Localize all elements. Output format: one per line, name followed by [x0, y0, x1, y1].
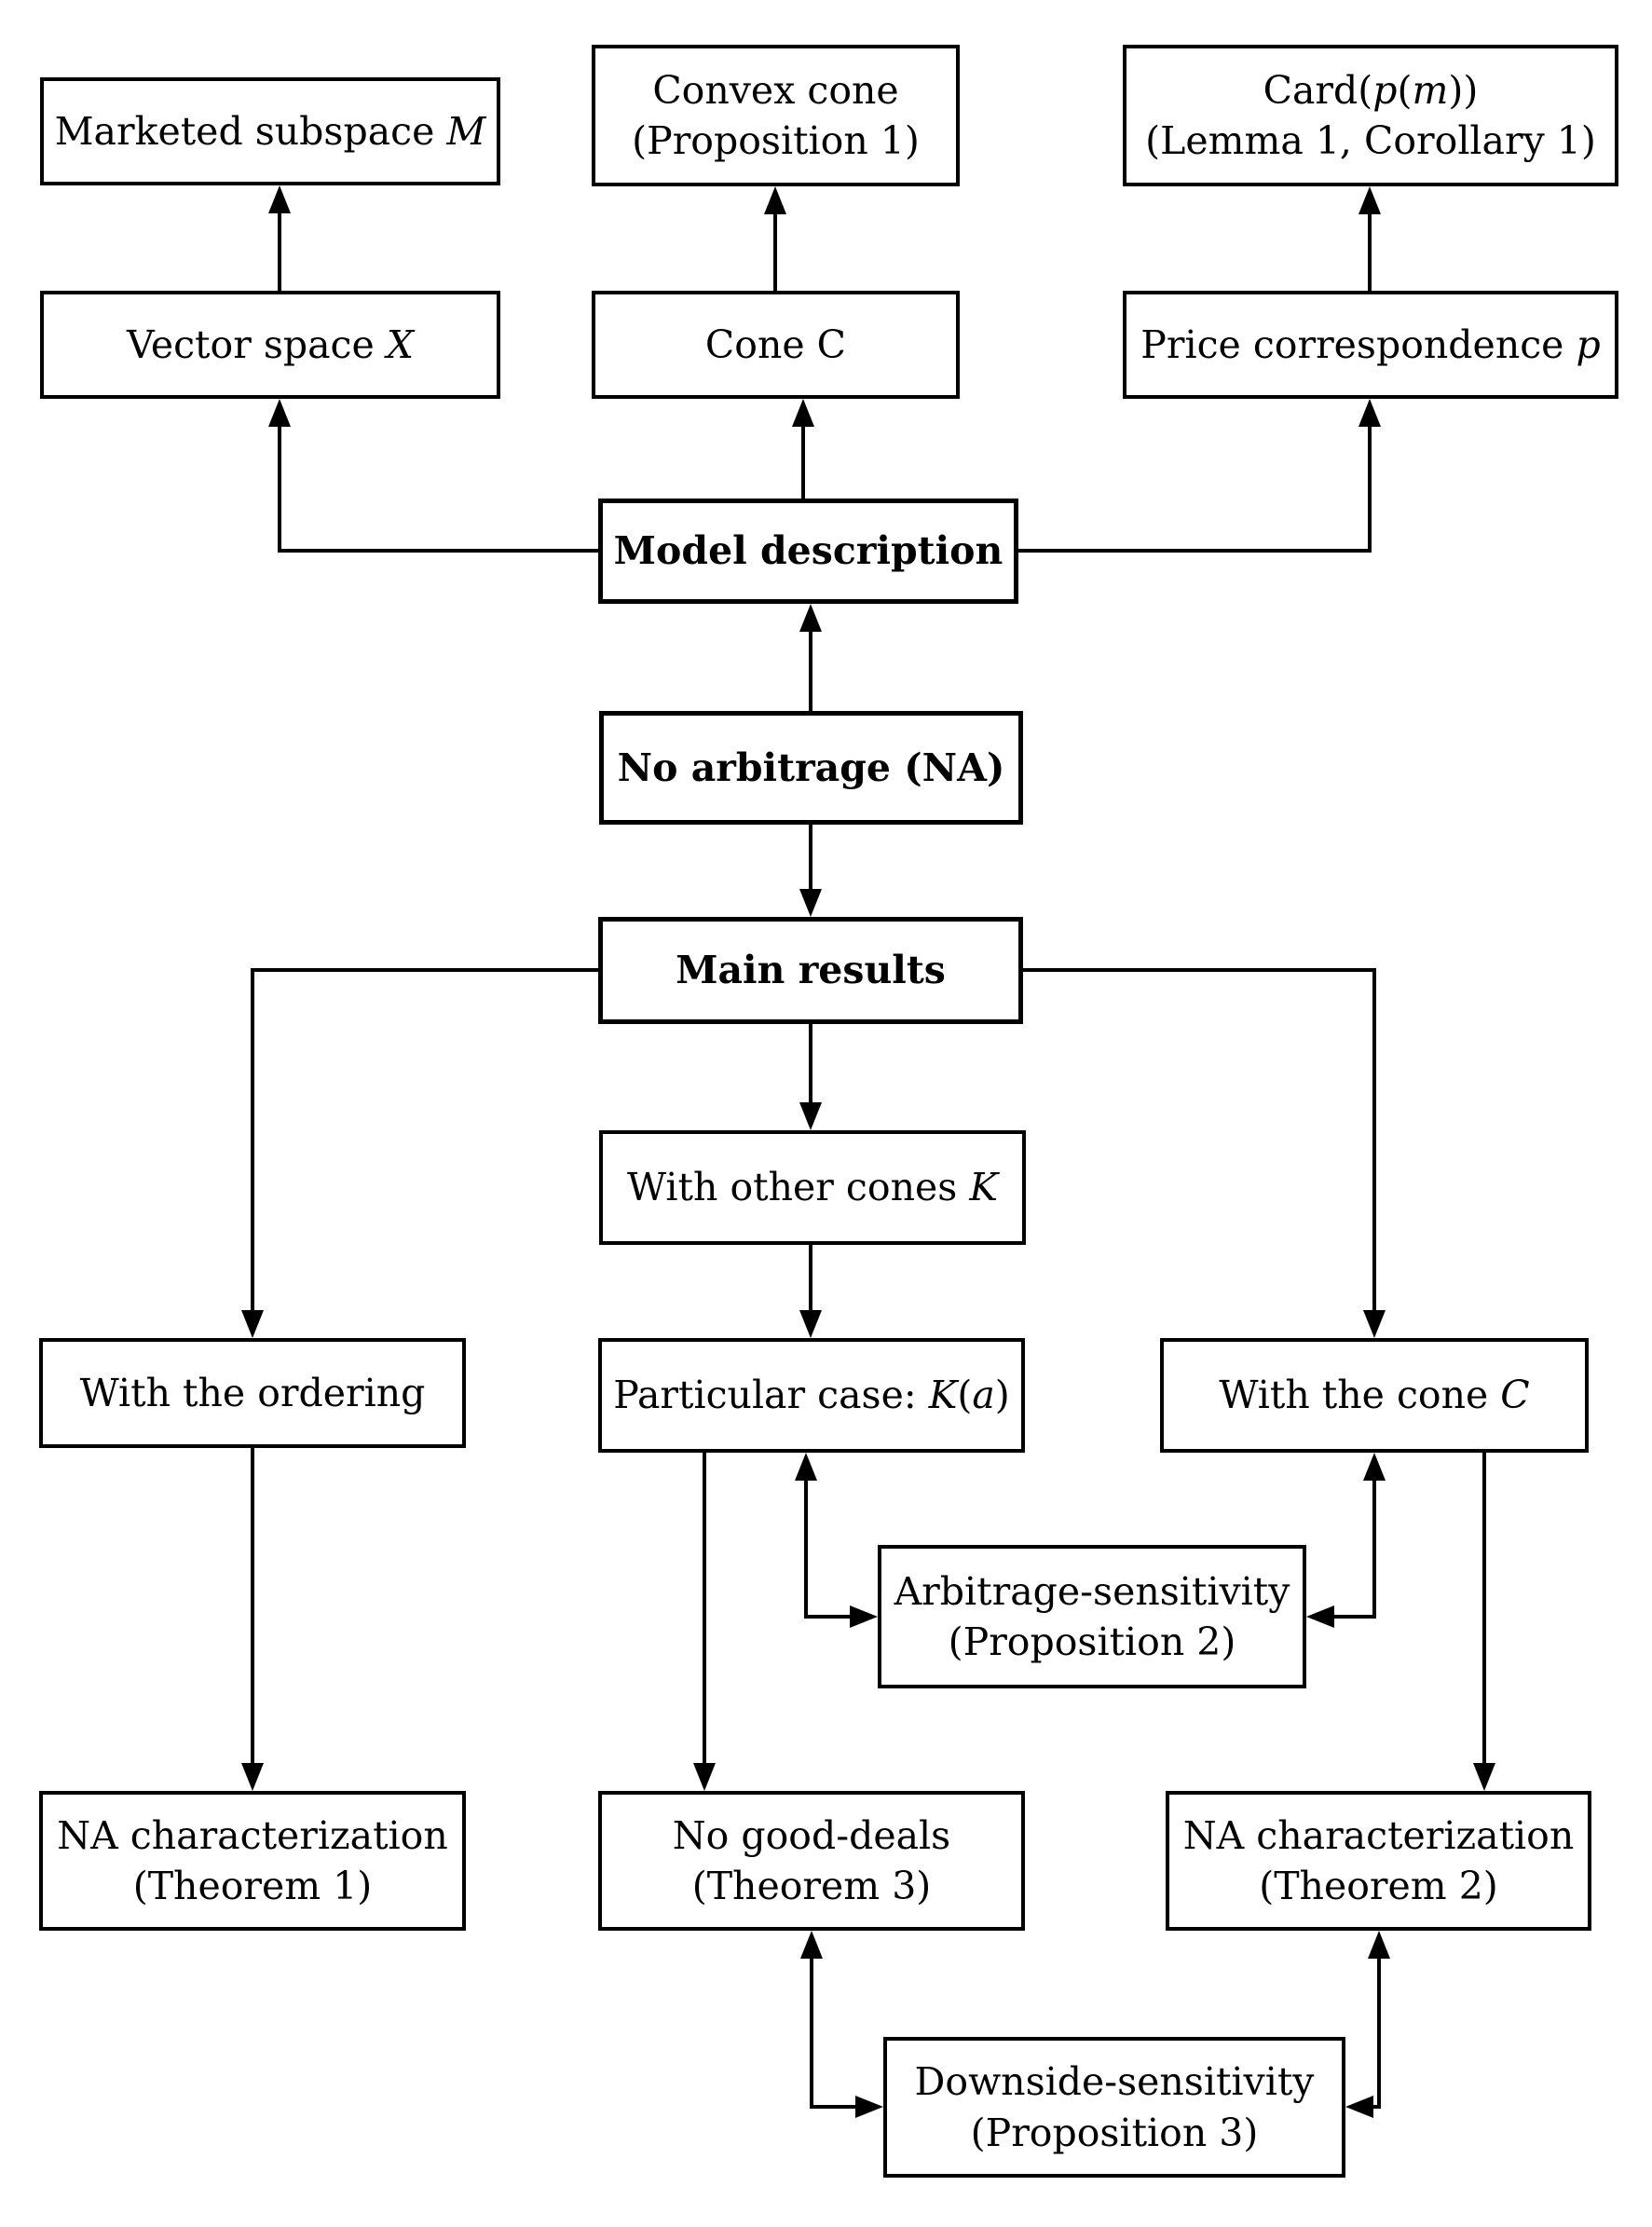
connector-particular-case-to-no-good-deals — [693, 1453, 716, 1791]
connector-no-arbitrage-to-model-description — [799, 604, 822, 711]
connector-particular-case-arbitrage-sensitivity — [795, 1453, 878, 1628]
box-convex-cone: Convex cone(Proposition 1) — [592, 45, 960, 186]
connector-with-the-ordering-to-theorem1 — [241, 1448, 264, 1791]
connector-cone-c-to-convex-cone — [764, 186, 786, 291]
box-card-pm: Card(p(m))(Lemma 1, Corollary 1) — [1123, 45, 1618, 186]
connector-no-good-deals-downside-sensitivity — [800, 1931, 883, 2118]
connector-with-other-cones-to-particular-case — [799, 1245, 822, 1338]
box-na-characterization-theorem1: NA characterization(Theorem 1) — [39, 1791, 466, 1931]
box-marketed-subspace: Marketed subspace M — [40, 77, 500, 185]
connector-model-description-to-price-correspondence — [1018, 399, 1381, 553]
box-price-correspondence: Price correspondence p — [1123, 291, 1618, 399]
connector-price-correspondence-to-card — [1358, 186, 1381, 291]
connector-with-the-cone-c-to-theorem2 — [1473, 1453, 1495, 1791]
connector-theorem2-downside-sensitivity — [1345, 1931, 1390, 2118]
box-no-arbitrage: No arbitrage (NA) — [599, 711, 1023, 825]
box-model-description: Model description — [598, 499, 1018, 604]
box-downside-sensitivity: Downside-sensitivity(Proposition 3) — [883, 2037, 1345, 2178]
box-main-results: Main results — [598, 917, 1023, 1024]
box-particular-case: Particular case: K(a) — [598, 1338, 1025, 1453]
box-no-good-deals: No good-deals(Theorem 3) — [598, 1791, 1025, 1931]
connector-with-the-cone-c-arbitrage-sensitivity — [1306, 1453, 1386, 1628]
box-arbitrage-sensitivity: Arbitrage-sensitivity(Proposition 2) — [878, 1545, 1306, 1688]
connector-model-description-to-cone-c — [792, 399, 814, 499]
connector-model-description-to-vector-space — [268, 399, 598, 553]
connector-no-arbitrage-to-main-results — [799, 825, 822, 917]
box-with-the-ordering: With the ordering — [39, 1338, 466, 1448]
connector-main-results-to-with-the-ordering — [241, 968, 598, 1338]
box-na-characterization-theorem2: NA characterization(Theorem 2) — [1166, 1791, 1591, 1931]
box-cone-c: Cone C — [592, 291, 960, 399]
box-with-other-cones: With other cones K — [599, 1130, 1026, 1245]
box-vector-space: Vector space X — [40, 291, 500, 399]
connector-main-results-to-with-other-cones — [799, 1024, 822, 1130]
connector-main-results-to-with-the-cone-c — [1023, 968, 1386, 1338]
connector-vector-space-to-marketed-subspace — [268, 185, 291, 291]
box-with-the-cone-c: With the cone C — [1160, 1338, 1589, 1453]
